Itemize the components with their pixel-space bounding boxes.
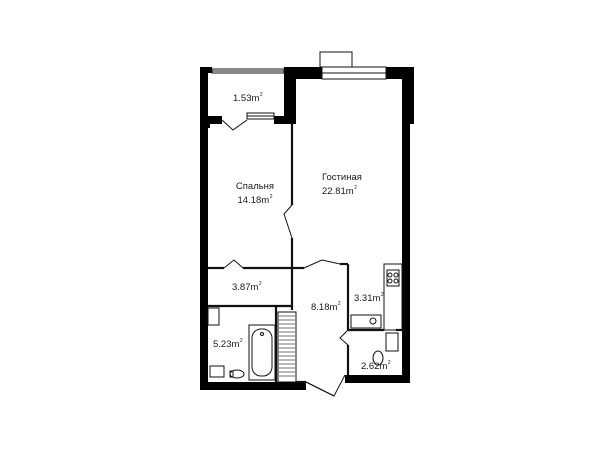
washing-machine [277, 311, 297, 383]
wardrobe-area: 3.87m2 [232, 281, 262, 293]
window-living-sill [319, 51, 353, 68]
kitchen-sink-bowl [369, 317, 377, 325]
bathtub-drain [260, 332, 264, 336]
wall-right [402, 67, 410, 383]
doors [221, 119, 349, 397]
wall-bedroom-left-block [200, 116, 210, 128]
interior-walls [208, 123, 402, 384]
room-label-living: Гостиная 22.81m2 [322, 172, 362, 197]
door-wardrobe [223, 259, 244, 269]
door-entrance-leaf [305, 381, 335, 397]
room-label-bedroom: Спальня 14.18m2 [226, 181, 284, 206]
wall-right-pier-notch [406, 79, 414, 124]
wall-top-right-pier [386, 67, 414, 79]
wall-balcony-stub-left [200, 67, 212, 73]
windows [211, 51, 387, 120]
wall-balcony-bottom-left [200, 116, 222, 124]
hall-area: 8.18m2 [311, 301, 341, 313]
living-name: Гостиная [322, 172, 362, 183]
exterior-walls [200, 67, 414, 390]
kitchen-stove [386, 269, 400, 287]
room-label-wardrobe: 3.87m2 [232, 279, 262, 293]
stove-burner-4 [393, 278, 399, 284]
toilet-area: 2.62m2 [361, 360, 391, 372]
shelf [207, 307, 220, 326]
door-hall-living [303, 259, 341, 269]
door-bedroom-hall [283, 204, 293, 239]
wall-bottom [200, 382, 306, 390]
bedroom-area: 14.18m2 [237, 194, 273, 206]
bath-sink [209, 365, 225, 378]
bedroom-name: Спальня [235, 181, 275, 192]
room-label-toilet: 2.62m2 [361, 358, 391, 372]
wall-left-outer [200, 67, 208, 390]
toilet-cistern [385, 332, 399, 352]
bath-toilet-tank [229, 370, 234, 378]
door-balcony [221, 119, 248, 131]
door-toilet [339, 329, 349, 346]
wall-center-pier [284, 67, 296, 123]
bathroom-area: 5.23m2 [213, 338, 243, 350]
wall-bottom-right [345, 375, 409, 383]
balcony-area: 1.53m2 [233, 92, 263, 104]
stove-burner-3 [387, 278, 393, 284]
kitchen-area: 3.31m2 [354, 292, 384, 304]
bathtub [248, 324, 276, 381]
stove-burner-1 [387, 272, 393, 278]
living-area: 22.81m2 [322, 185, 357, 197]
bathroom-fixtures [207, 263, 403, 383]
room-label-hall: 8.18m2 [311, 299, 341, 313]
door-entrance [305, 374, 346, 397]
bathtub-inner [251, 328, 273, 377]
radiator-hatching [279, 315, 295, 377]
kitchen-counter [383, 263, 403, 331]
room-label-bathroom: 5.23m2 [213, 336, 243, 350]
toilet-bowl [372, 350, 384, 366]
kitchen-sink [350, 314, 382, 329]
room-label-kitchen: 3.31m2 [354, 290, 384, 304]
wall-balcony-bottom-right [274, 116, 296, 124]
stove-burner-2 [393, 272, 399, 278]
room-label-balcony: 1.53m2 [233, 90, 263, 104]
